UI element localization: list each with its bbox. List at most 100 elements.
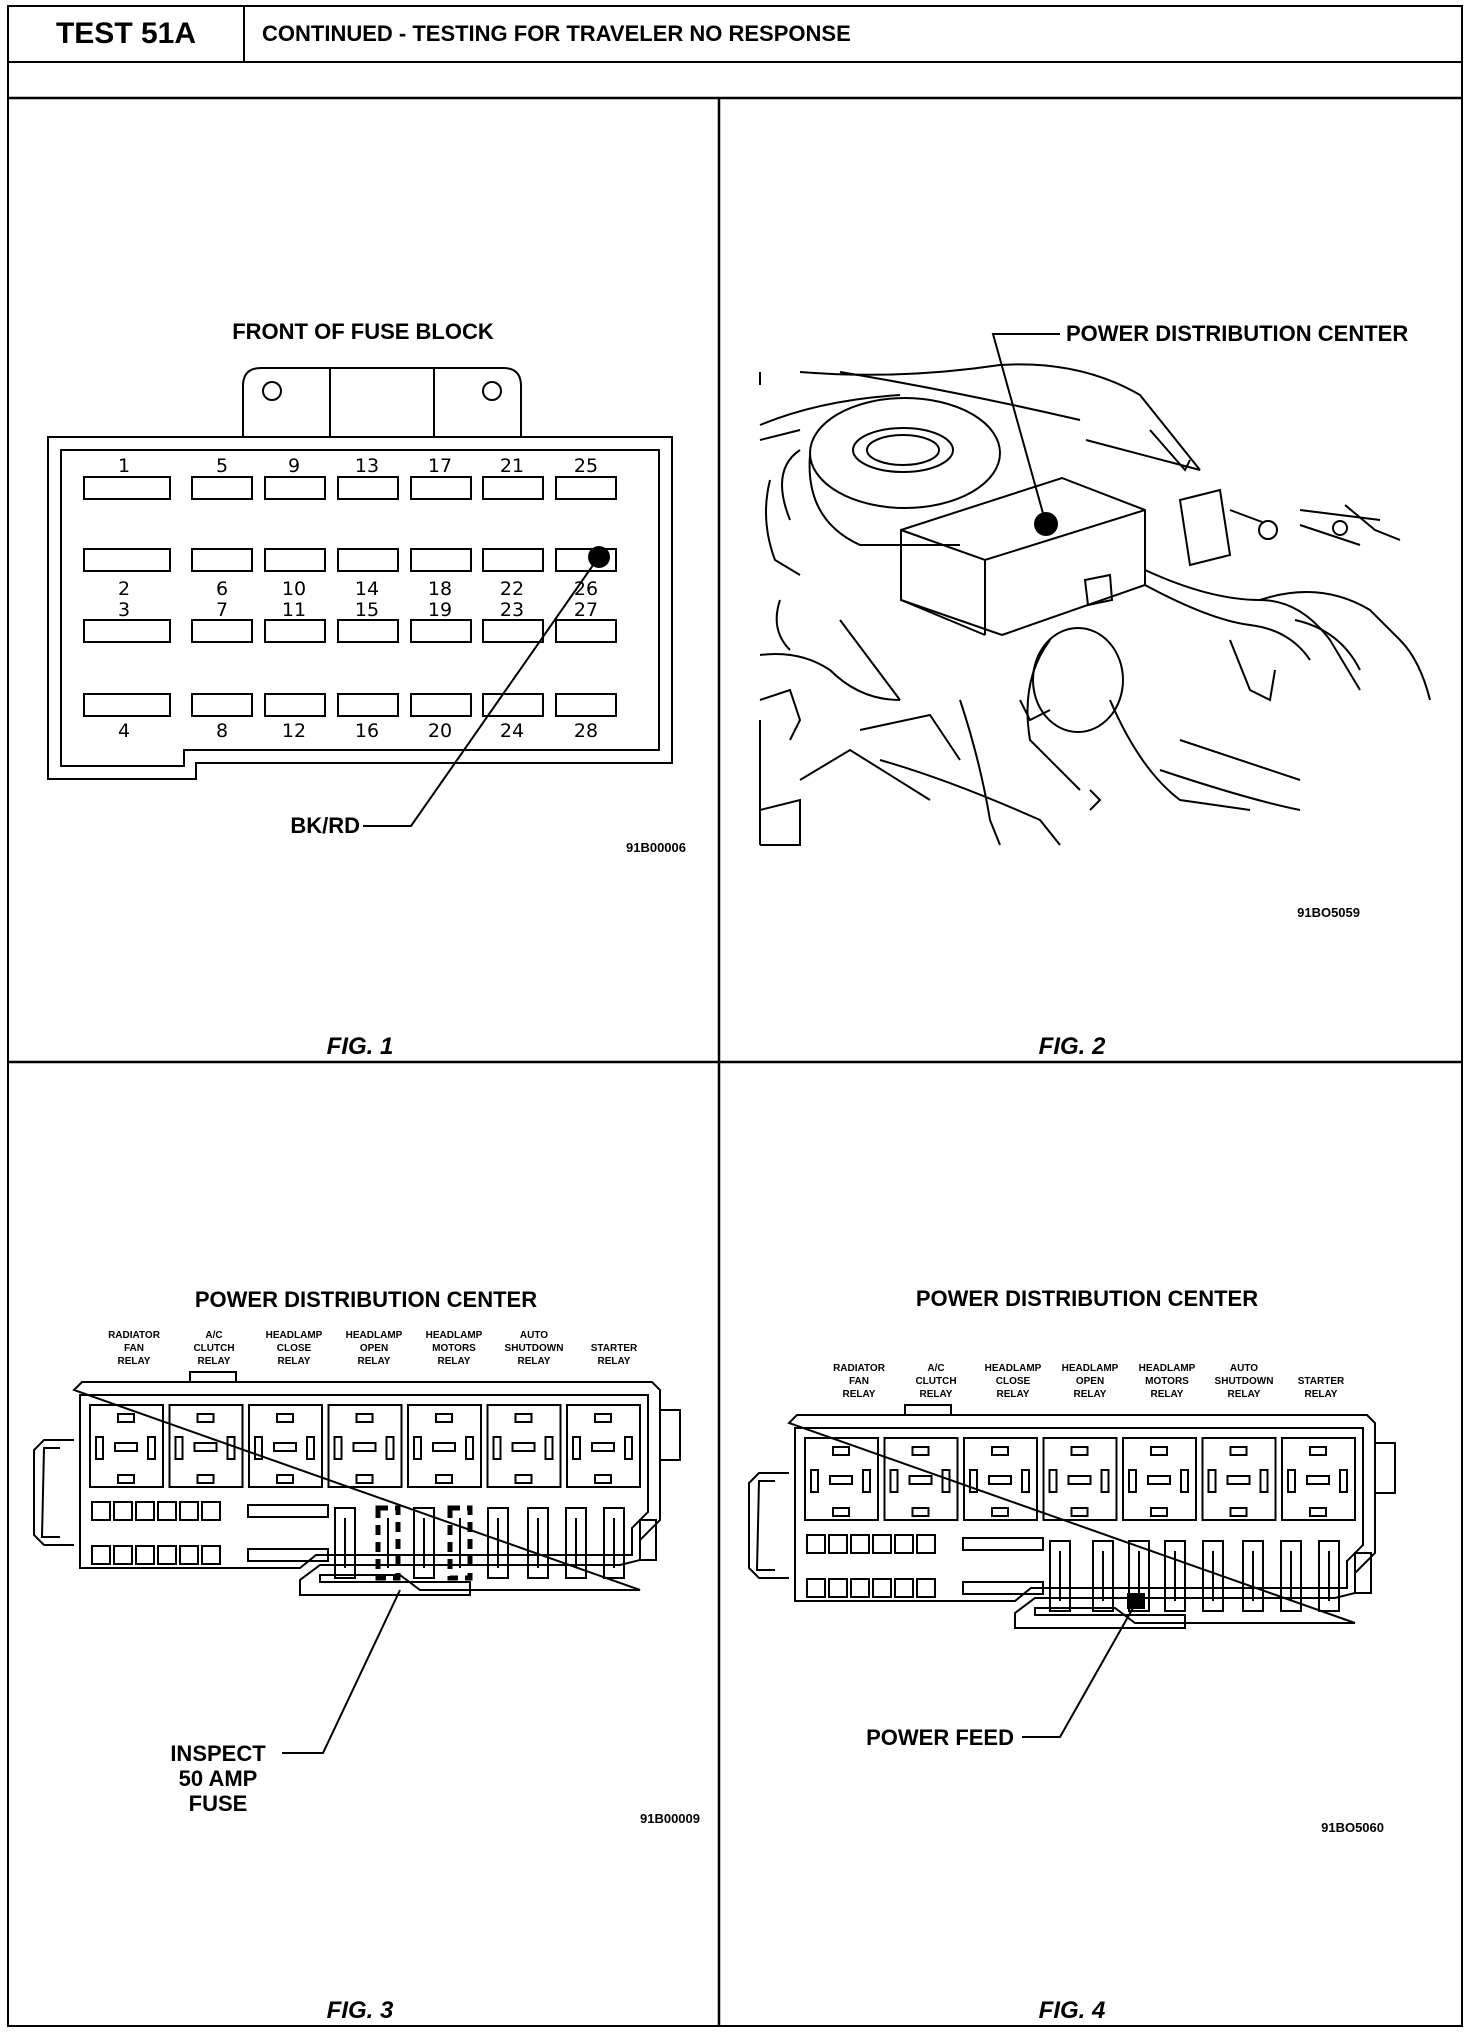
- pdc-top-handle: [904, 1404, 952, 1415]
- relay-pin: [1150, 1446, 1168, 1456]
- cartridge-fuse: [565, 1507, 587, 1579]
- relay-socket: [883, 1437, 959, 1521]
- mini-fuse: [157, 1501, 177, 1521]
- fuse-slot: [83, 619, 171, 643]
- fig3-heading: POWER DISTRIBUTION CENTER: [195, 1287, 537, 1312]
- mini-fuse: [850, 1578, 870, 1598]
- relay-pin: [988, 1475, 1012, 1485]
- relay-pin: [862, 1469, 871, 1493]
- relay-pin: [196, 1474, 215, 1484]
- cartridge-fuse: [603, 1507, 625, 1579]
- fuse-slot: [410, 693, 472, 717]
- relay-pin: [810, 1469, 819, 1493]
- fuse-slot: [191, 693, 253, 717]
- fig4-ref-code: 91BO5060: [1321, 1820, 1384, 1835]
- fuse-slot: [83, 693, 171, 717]
- fuse-number: 2: [118, 578, 130, 600]
- mini-fuse: [872, 1534, 892, 1554]
- cartridge-fuse: [413, 1507, 435, 1579]
- fuse-number: 13: [355, 455, 379, 477]
- cartridge-fuse: [334, 1507, 356, 1579]
- fuse-number: 22: [500, 578, 524, 600]
- inspect-leader-line: [282, 1589, 401, 1754]
- relay-pin: [465, 1436, 474, 1460]
- mini-fuse: [179, 1545, 199, 1565]
- mini-fuse: [91, 1501, 111, 1521]
- relay-socket: [566, 1404, 641, 1488]
- relay-pin: [1180, 1469, 1189, 1493]
- relay-pin: [1067, 1475, 1092, 1485]
- cartridge-fuse: [1092, 1540, 1114, 1612]
- fuse-slot: [191, 548, 253, 572]
- relay-pin: [1048, 1469, 1058, 1493]
- fuse-number: 11: [282, 599, 306, 621]
- relay-pin: [991, 1507, 1009, 1517]
- fuse-number: 23: [500, 599, 524, 621]
- fuse-slot: [337, 548, 399, 572]
- relay-pin: [276, 1474, 294, 1484]
- fig2-panel: POWER DISTRIBUTION CENTER: [759, 321, 1431, 1060]
- pdc-marker: [1034, 512, 1058, 536]
- mini-fuse: [157, 1545, 177, 1565]
- cartridge-fuse: [1280, 1540, 1302, 1612]
- mini-fuse: [894, 1534, 914, 1554]
- relay-pin: [117, 1413, 135, 1423]
- fuse-slot: [264, 548, 326, 572]
- pdc-inner-wall: [79, 1394, 649, 1569]
- mini-fuse: [916, 1534, 936, 1554]
- fig1-heading: FRONT OF FUSE BLOCK: [232, 319, 494, 344]
- maxi-fuse: [962, 1581, 1044, 1595]
- fuse-number: 5: [216, 455, 228, 477]
- relay-pin: [273, 1442, 297, 1452]
- fuse-number: 24: [500, 720, 524, 742]
- fig1-ref-code: 91B00006: [626, 840, 686, 855]
- cartridge-fuse: [1164, 1540, 1186, 1612]
- fuse-slots: [83, 476, 617, 717]
- relay-pin: [1306, 1475, 1330, 1485]
- relay-socket: [327, 1404, 403, 1488]
- fuse-number: 14: [355, 578, 379, 600]
- fuse-number: 28: [574, 720, 598, 742]
- fuse-number: 27: [574, 599, 598, 621]
- pdc-left-clip-inner: [755, 1480, 775, 1571]
- pdc-leader-line: [991, 333, 1060, 525]
- pdc-right-tab: [659, 1409, 681, 1461]
- fuse-slot: [337, 693, 399, 717]
- fuse-slot: [410, 476, 472, 500]
- relay-pin: [829, 1475, 853, 1485]
- mini-fuse: [806, 1578, 826, 1598]
- fuse-slot: [191, 619, 253, 643]
- relay-socket: [963, 1437, 1038, 1521]
- relay-pin: [174, 1436, 184, 1460]
- relay-pin: [1070, 1446, 1089, 1456]
- relay-pin: [147, 1436, 156, 1460]
- fuse-number: 17: [428, 455, 452, 477]
- fuse-slot: [264, 476, 326, 500]
- relay-pin: [355, 1474, 374, 1484]
- fig2-caption: FIG. 2: [1039, 1033, 1106, 1060]
- maxi-fuse: [962, 1537, 1044, 1551]
- relay-pin: [276, 1413, 294, 1423]
- fuse-slot: [482, 619, 544, 643]
- mini-fuse: [135, 1501, 155, 1521]
- relay-pin: [1339, 1469, 1348, 1493]
- mini-fuse: [201, 1501, 221, 1521]
- relay-pin: [889, 1469, 899, 1493]
- relay-pin: [114, 1442, 138, 1452]
- mini-fuse: [828, 1578, 848, 1598]
- relay-pin: [969, 1469, 978, 1493]
- fuse-slot: [337, 476, 399, 500]
- fuse-number: 3: [118, 599, 130, 621]
- mini-fuse: [894, 1578, 914, 1598]
- relay-pin: [832, 1507, 850, 1517]
- fuse-slot: [410, 619, 472, 643]
